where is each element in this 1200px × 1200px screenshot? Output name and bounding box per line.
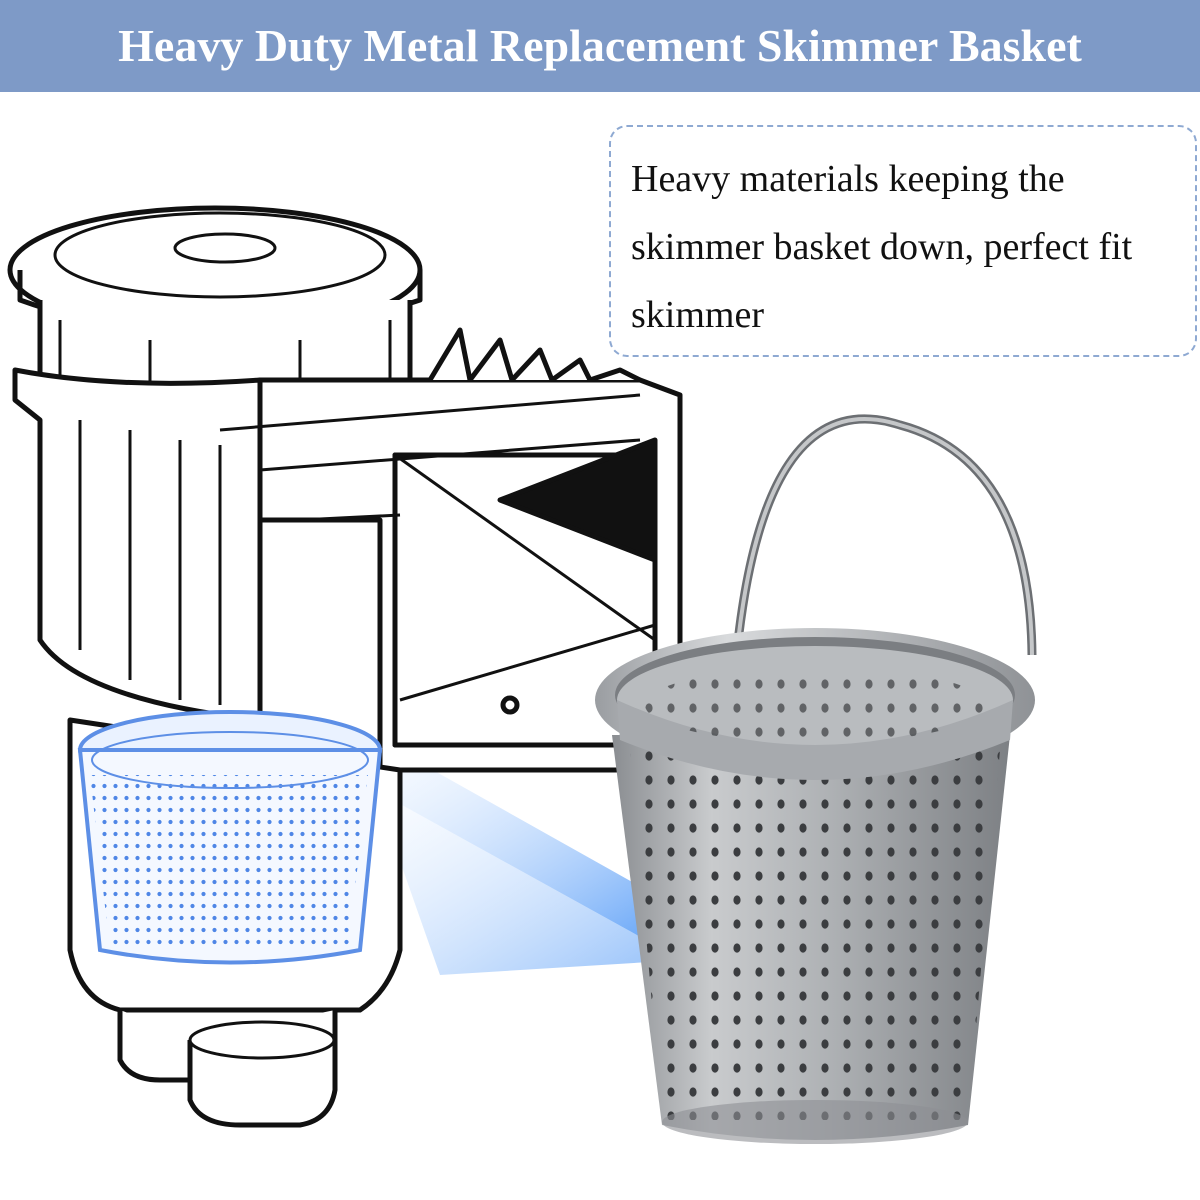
highlight-beam bbox=[375, 760, 700, 975]
metal-basket bbox=[595, 414, 1037, 1144]
page-title: Heavy Duty Metal Replacement Skimmer Bas… bbox=[118, 20, 1082, 71]
plastic-basket bbox=[77, 710, 383, 965]
skimmer-drawing bbox=[7, 205, 683, 1128]
title-banner bbox=[0, 0, 1200, 92]
callout-text: Heavy materials keeping the skimmer bask… bbox=[631, 158, 1133, 336]
feature-callout: Heavy materials keeping the skimmer bask… bbox=[609, 125, 1197, 357]
